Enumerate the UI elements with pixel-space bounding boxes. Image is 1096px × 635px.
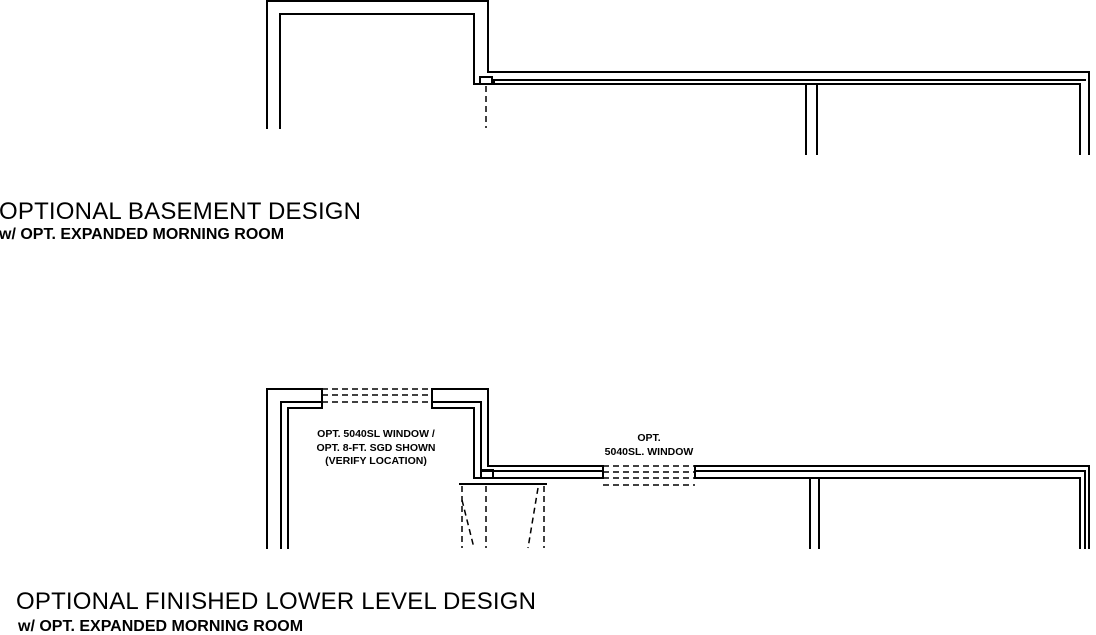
opt-window-note-line-1: OPT. xyxy=(637,432,661,444)
sgd-window-note: OPT. 5040SL WINDOW / OPT. 8-FT. SGD SHOW… xyxy=(306,428,446,469)
lower-post xyxy=(480,469,494,479)
door-guide-2 xyxy=(461,499,475,549)
basement-main-wall-inner xyxy=(493,79,1086,85)
lower-inner-wall-left-2 xyxy=(280,401,323,549)
lower-outer-wall-right xyxy=(431,388,604,467)
sgd-window-note-line-1: OPT. 5040SL WINDOW / xyxy=(317,428,435,440)
basement-title: OPTIONAL BASEMENT DESIGN xyxy=(0,198,362,225)
lower-inner-wall xyxy=(287,388,323,549)
lower-level-title: OPTIONAL FINISHED LOWER LEVEL DESIGN xyxy=(16,588,537,615)
basement-plan xyxy=(266,0,1090,155)
opt-window-note: OPT. 5040SL. WINDOW xyxy=(592,432,706,459)
lower-inner-wall-east-2 xyxy=(694,470,1086,549)
lower-inner-wall-east xyxy=(694,465,1081,549)
lower-outer-wall xyxy=(266,388,323,549)
sgd-window-note-line-3: (VERIFY LOCATION) xyxy=(325,455,427,468)
basement-post xyxy=(479,76,493,85)
lower-inner-wall-right-2 xyxy=(431,401,604,472)
basement-subtitle: w/ OPT. EXPANDED MORNING ROOM xyxy=(0,226,285,243)
lower-level-plan xyxy=(266,388,1090,549)
lower-level-subtitle: w/ OPT. EXPANDED MORNING ROOM xyxy=(18,618,304,635)
lower-inner-wall-right xyxy=(431,388,604,479)
sgd-window-note-line-2: OPT. 8-FT. SGD SHOWN xyxy=(316,441,436,454)
basement-inner-wall xyxy=(279,13,1081,155)
lower-outer-wall-east xyxy=(694,465,1090,549)
basement-outer-wall xyxy=(266,0,1090,155)
door-guide-4 xyxy=(527,487,539,549)
opt-window-note-line-2: 5040SL. WINDOW xyxy=(604,445,694,458)
